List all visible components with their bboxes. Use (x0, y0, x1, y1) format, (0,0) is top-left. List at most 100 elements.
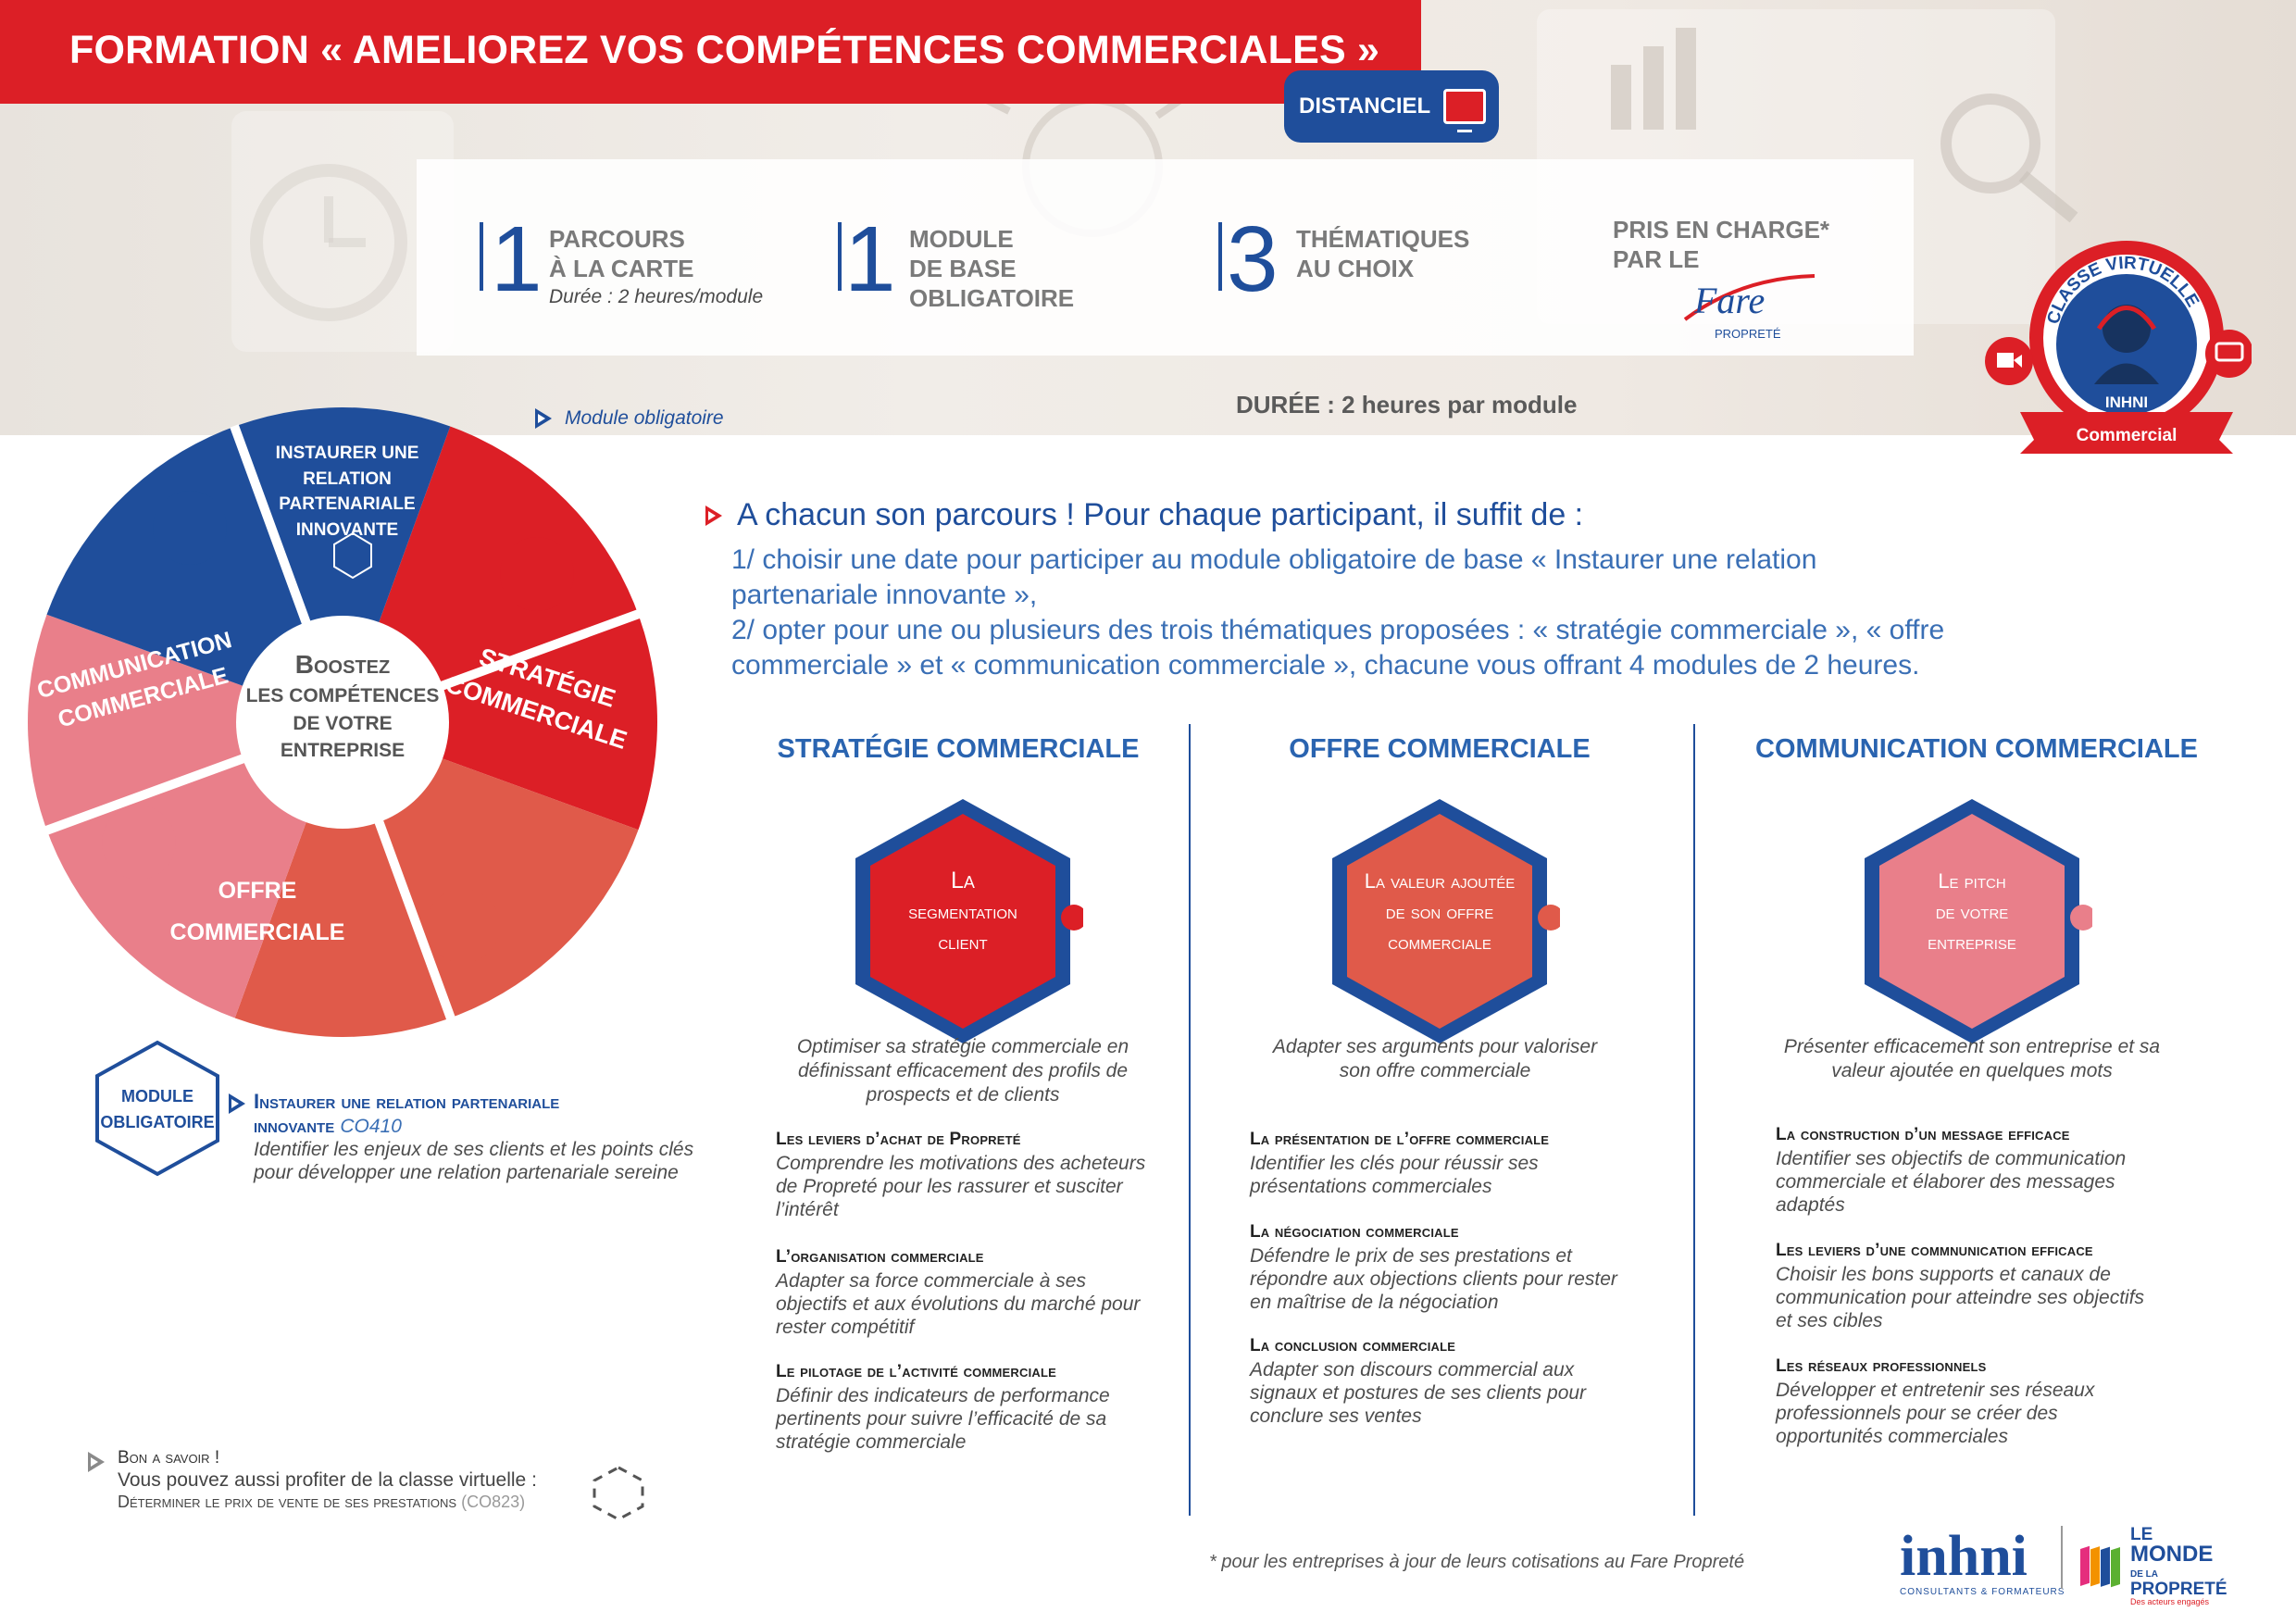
hex-line: de son offre (1385, 900, 1494, 923)
desc-line: Présenter efficacement son entreprise et… (1783, 1036, 2161, 1057)
item-desc-line: l’intérêt (776, 1199, 839, 1220)
stat-label-line: AU CHOIX (1296, 255, 1415, 282)
puzzle-graphic (28, 407, 657, 1037)
hexagon-outline-icon (333, 531, 372, 580)
item-title: La construction d’un message efficace (1776, 1125, 2070, 1144)
bon-triangle (88, 1452, 105, 1472)
distanciel-badge: DISTANCIEL (1284, 70, 1499, 143)
page-title: FORMATION « AMELIOREZ VOS COMPÉTENCES CO… (69, 28, 1380, 72)
mdp-line: PROPRETÉ (2130, 1580, 2227, 1599)
list-item: Le pilotage de l’activité commerciale Dé… (776, 1362, 1165, 1454)
hexagon-valeur-ajoutee (1332, 799, 1560, 1043)
puzzle-center-line: ENTREPRISE (280, 739, 406, 761)
title-banner (0, 0, 1421, 104)
list-item: Les réseaux professionnels Développer et… (1776, 1356, 2165, 1448)
column-divider (1189, 724, 1191, 1516)
mandatory-module-block: Instaurer une relation partenariale inno… (254, 1090, 717, 1184)
stat-number-thematiques: 3 (1227, 207, 1279, 311)
item-title: Le pilotage de l’activité commerciale (776, 1362, 1056, 1381)
column-title-communication: COMMUNICATION COMMERCIALE (1755, 734, 2198, 764)
stat-label-line: MODULE (909, 225, 1014, 253)
item-desc-line: et ses cibles (1776, 1310, 1883, 1331)
play-triangle-icon (229, 1093, 245, 1114)
hexagon-label-pitch: Le pitch de votre entreprise (1861, 866, 2083, 957)
item-desc-line: signaux et postures de ses clients pour (1250, 1382, 1587, 1404)
hex-line: Le pitch (1938, 869, 2006, 893)
stat-divider (480, 222, 483, 291)
desc-line: son offre commerciale (1339, 1060, 1531, 1081)
puzzle-label-offre: OFFRE COMMERCIALE (165, 870, 350, 954)
list-item: Les leviers d’achat de Propreté Comprend… (776, 1130, 1165, 1221)
module-obligatoire-note-text: Module obligatoire (565, 407, 724, 429)
intro-heading-text: A chacun son parcours ! Pour chaque part… (737, 497, 1584, 532)
item-desc-line: présentations commerciales (1250, 1176, 1492, 1197)
mdp-line: MONDE (2130, 1542, 2214, 1567)
item-desc-line: Développer et entretenir ses réseaux (1776, 1380, 2095, 1401)
item-desc-line: professionnels pour se créer des (1776, 1403, 2058, 1424)
logo-divider (2061, 1526, 2063, 1589)
duree-text: DURÉE : 2 heures par module (1236, 391, 1578, 418)
stat-label-line: OBLIGATOIRE (909, 284, 1075, 312)
mandatory-desc-line: Identifier les enjeux de ses clients et … (254, 1139, 694, 1160)
intro-line: 2/ opter pour une ou plusieurs des trois… (731, 615, 1945, 645)
item-desc-line: Identifier ses objectifs de communicatio… (1776, 1148, 2127, 1169)
stat-label-line: PRIS EN CHARGE* (1613, 216, 1830, 244)
hexagon-pitch (1865, 799, 2092, 1043)
item-desc-line: Identifier les clés pour réussir ses (1250, 1153, 1539, 1174)
monitor-icon (1443, 89, 1487, 132)
stat-label-line: À LA CARTE (549, 255, 694, 282)
stat-label-module: MODULE DE BASE OBLIGATOIRE (909, 224, 1074, 313)
stat-number-module: 1 (844, 207, 896, 311)
item-title: L’organisation commerciale (776, 1247, 984, 1267)
stat-divider (838, 222, 842, 291)
item-desc-line: Choisir les bons supports et canaux de (1776, 1264, 2111, 1285)
column-title-strategie: STRATÉGIE COMMERCIALE (777, 734, 1140, 764)
mandatory-title-line: innovante (254, 1114, 335, 1137)
item-desc-line: en maîtrise de la négociation (1250, 1292, 1499, 1313)
play-triangle-icon (705, 505, 722, 526)
module-obligatoire-hexagon: MODULE OBLIGATOIRE (95, 1040, 219, 1177)
puzzle-wheel: INSTAURER UNE RELATION PARTENARIALE INNO… (28, 407, 657, 1037)
column-title-offre: OFFRE COMMERCIALE (1289, 734, 1591, 764)
key-figures-box: 1 PARCOURS À LA CARTE Durée : 2 heures/m… (417, 159, 1914, 356)
intro-section: A chacun son parcours ! Pour chaque part… (705, 497, 2205, 683)
desc-line: Optimiser sa stratégie commerciale en (796, 1036, 1129, 1057)
stat-sub-duree: Durée : 2 heures/module (549, 286, 764, 307)
puzzle-center-label: Boostez LES COMPÉTENCES DE VOTRE ENTREPR… (236, 646, 449, 764)
item-desc-line: opportunités commerciales (1776, 1426, 2008, 1447)
puzzle-label-line: INNOVANTE (295, 519, 399, 540)
hexagon-dashed-icon (593, 1466, 644, 1521)
footnote: * pour les entreprises à jour de leurs c… (1209, 1552, 1745, 1572)
hexagon-label-valeur-ajoutee: La valeur ajoutée de son offre commercia… (1329, 866, 1551, 957)
desc-line: Adapter ses arguments pour valoriser (1272, 1036, 1598, 1057)
monde-proprete-logo: LE MONDE DE LA PROPRETÉ Des acteurs enga… (2080, 1526, 2227, 1606)
mdp-line: Des acteurs engagés (2130, 1597, 2210, 1606)
desc-line: valeur ajoutée en quelques mots (1831, 1060, 2113, 1081)
bon-a-savoir-line: Vous pouvez aussi profiter de la classe … (118, 1469, 537, 1491)
hex-line: commerciale (1388, 931, 1491, 954)
hex-line: La (951, 868, 975, 893)
play-triangle-icon (535, 408, 552, 429)
item-desc-line: conclure ses ventes (1250, 1405, 1422, 1427)
item-title: Les leviers d’achat de Propreté (776, 1130, 1021, 1149)
column-desc-strategie: Optimiser sa stratégie commerciale en dé… (759, 1035, 1167, 1107)
hex-line: client (938, 931, 988, 954)
hex-line: OBLIGATOIRE (100, 1113, 214, 1131)
badge-ribbon (2020, 412, 2233, 454)
list-item: La conclusion commerciale Adapter son di… (1250, 1336, 1639, 1428)
puzzle-label-line: PARTENARIALE (279, 494, 416, 515)
item-desc-line: répondre aux objections clients pour res… (1250, 1268, 1617, 1290)
item-desc-line: objectifs et aux évolutions du marché po… (776, 1293, 1141, 1315)
stat-label-line: PAR LE (1613, 245, 1700, 273)
inhni-logo-word: inhni (1900, 1525, 2028, 1588)
item-desc-line: communication pour atteindre ses objecti… (1776, 1287, 2145, 1308)
intro-line: partenariale innovante », (731, 580, 1038, 610)
item-title: Les réseaux professionnels (1776, 1356, 1987, 1376)
column-desc-communication: Présenter efficacement son entreprise et… (1750, 1035, 2194, 1083)
item-desc-line: commerciale et élaborer des messages (1776, 1171, 2115, 1193)
item-desc-line: pertinents pour suivre l’efficacité de s… (776, 1408, 1107, 1430)
distanciel-label: DISTANCIEL (1299, 94, 1431, 119)
intro-heading: A chacun son parcours ! Pour chaque part… (705, 497, 2205, 533)
